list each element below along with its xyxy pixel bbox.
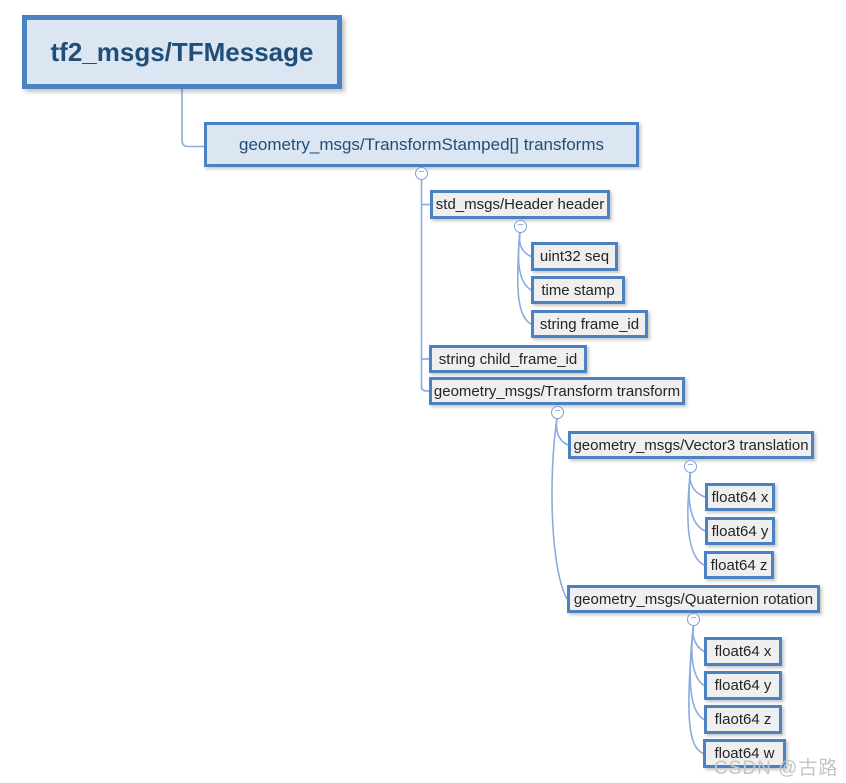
node-seq[interactable]: uint32 seq: [531, 242, 618, 271]
connector-translation-y: [688, 471, 706, 532]
connector-translation-x: [689, 471, 706, 498]
node-stamp[interactable]: time stamp: [531, 276, 625, 304]
connector-header-seq: [518, 231, 532, 258]
node-translation-y[interactable]: float64 y: [705, 517, 775, 545]
connector-translation-z: [687, 471, 705, 566]
connector-header-frame-id: [516, 231, 532, 325]
connector-rotation-y: [691, 625, 705, 687]
node-header[interactable]: std_msgs/Header header: [430, 190, 610, 219]
node-translation[interactable]: geometry_msgs/Vector3 translation: [568, 431, 814, 459]
collapse-toggle-translation[interactable]: −: [684, 460, 697, 473]
connector-transforms-trunk: [420, 179, 429, 392]
connector-transform-rotation: [551, 417, 568, 600]
connector-rotation-z: [689, 625, 705, 721]
node-transform[interactable]: geometry_msgs/Transform transform: [429, 377, 685, 405]
node-tfmessage[interactable]: tf2_msgs/TFMessage: [22, 15, 342, 89]
node-frame-id[interactable]: string frame_id: [531, 310, 648, 338]
node-child-frame-id[interactable]: string child_frame_id: [429, 345, 587, 373]
collapse-toggle-transforms[interactable]: −: [415, 167, 428, 180]
connector-root-transforms: [181, 89, 204, 148]
connector-transform-translation: [555, 417, 569, 446]
node-rotation-w[interactable]: float64 w: [703, 739, 786, 768]
node-rotation-x[interactable]: float64 x: [704, 637, 782, 666]
node-rotation-z[interactable]: flaot64 z: [704, 705, 782, 734]
connector-header-stamp: [517, 231, 532, 291]
collapse-toggle-header[interactable]: −: [514, 220, 527, 233]
node-rotation-y[interactable]: float64 y: [704, 671, 782, 700]
collapse-toggle-transform[interactable]: −: [551, 406, 564, 419]
collapse-toggle-rotation[interactable]: −: [687, 613, 700, 626]
node-rotation[interactable]: geometry_msgs/Quaternion rotation: [567, 585, 820, 613]
node-translation-x[interactable]: float64 x: [705, 483, 775, 511]
node-translation-z[interactable]: float64 z: [704, 551, 774, 579]
csdn-watermark: CSDN @古路: [714, 758, 839, 779]
connector-rotation-x: [692, 625, 705, 653]
node-transforms[interactable]: geometry_msgs/TransformStamped[] transfo…: [204, 122, 639, 167]
connector-rotation-w: [688, 625, 704, 755]
